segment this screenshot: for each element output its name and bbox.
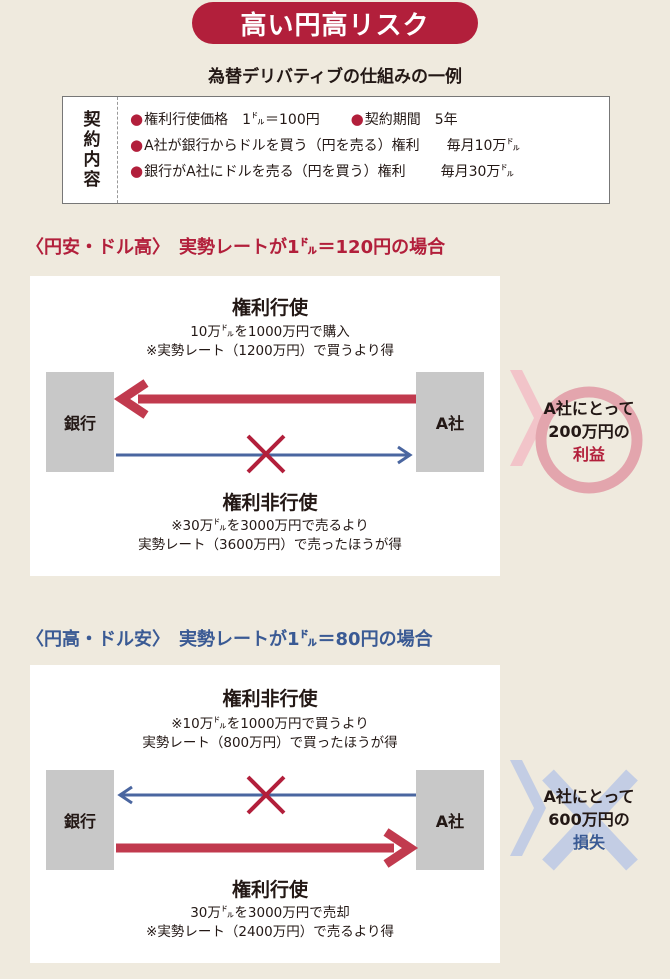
loss-cross-icon bbox=[542, 769, 638, 871]
result-line2: 200万円の bbox=[548, 422, 630, 441]
top-label-line2: 実勢レート（800万円）で買ったほうが得 bbox=[142, 735, 398, 751]
bottom-label-line2: 実勢レート（3600万円）で売ったほうが得 bbox=[138, 537, 402, 553]
bank-box: 銀行 bbox=[46, 372, 114, 472]
section-heading-strong-yen: 〈円高・ドル安〉 実勢レートが1㌦＝80円の場合 bbox=[26, 629, 433, 650]
result-line3-profit: 利益 bbox=[572, 445, 605, 464]
contract-body: ●権利行使価格 1㌦＝100円 ●契約期間 5年 ●A社が銀行からドルを買う（円… bbox=[118, 97, 609, 203]
bank-box: 銀行 bbox=[46, 770, 114, 870]
result-chevron-red bbox=[510, 370, 546, 466]
top-label-line2: ※実勢レート（1200万円）で買うより得 bbox=[146, 343, 394, 359]
bottom-label-line2: ※実勢レート（2400万円）で売るより得 bbox=[146, 924, 394, 940]
contract-item-text: 銀行がA社にドルを売る（円を買う）権利 bbox=[144, 164, 406, 180]
top-label-line1: ※10万㌦を1000万円で買うより bbox=[171, 716, 369, 732]
result-line2: 600万円の bbox=[548, 810, 630, 829]
cross-mark-icon bbox=[246, 775, 286, 815]
top-label-title: 権利行使 bbox=[231, 297, 308, 319]
bullet-icon: ● bbox=[130, 136, 144, 154]
contract-item-text2: 契約期間 5年 bbox=[364, 112, 458, 128]
result-line1: A社にとって bbox=[543, 399, 635, 418]
bullet-icon: ● bbox=[130, 110, 144, 128]
thick-red-arrow-right bbox=[116, 828, 419, 868]
result-line1: A社にとって bbox=[543, 787, 635, 806]
subtitle: 為替デリバティブの仕組みの一例 bbox=[208, 67, 462, 87]
title-pill: 高い円高リスク bbox=[192, 2, 478, 44]
section-heading-weak-yen: 〈円安・ドル高〉 実勢レートが1㌦＝120円の場合 bbox=[26, 237, 446, 258]
contract-item: ●A社が銀行からドルを買う（円を売る）権利 毎月10万㌦ bbox=[130, 133, 609, 159]
bottom-label-title: 権利行使 bbox=[231, 879, 308, 901]
contract-box: 契約内容 ●権利行使価格 1㌦＝100円 ●契約期間 5年 ●A社が銀行からドル… bbox=[62, 96, 610, 204]
contract-item-text: A社が銀行からドルを買う（円を売る）権利 bbox=[144, 138, 420, 154]
result-chevron-blue bbox=[510, 760, 546, 856]
cross-mark-icon bbox=[246, 434, 286, 474]
contract-item-text2: 毎月10万㌦ bbox=[446, 138, 521, 154]
contract-item: ●権利行使価格 1㌦＝100円 ●契約期間 5年 bbox=[130, 107, 609, 133]
top-label-title: 権利非行使 bbox=[222, 688, 318, 710]
company-box: A社 bbox=[416, 770, 484, 870]
thin-blue-arrow-right bbox=[116, 445, 413, 465]
bottom-label-line1: 30万㌦を3000万円で売却 bbox=[190, 905, 350, 921]
bullet-icon: ● bbox=[130, 162, 144, 180]
company-box: A社 bbox=[416, 372, 484, 472]
bottom-label-title: 権利非行使 bbox=[222, 492, 318, 514]
contract-label-cell: 契約内容 bbox=[63, 97, 118, 203]
contract-item-text: 権利行使価格 1㌦＝100円 bbox=[144, 112, 320, 128]
bullet-icon: ● bbox=[350, 110, 364, 128]
thick-red-arrow-left bbox=[113, 379, 416, 419]
result-line3-loss: 損失 bbox=[572, 833, 605, 852]
contract-item-text2: 毎月30万㌦ bbox=[440, 164, 515, 180]
top-label-line1: 10万㌦を1000万円で購入 bbox=[190, 324, 350, 340]
profit-circle-icon bbox=[535, 386, 643, 494]
contract-label: 契約内容 bbox=[79, 110, 100, 190]
thin-blue-arrow-left bbox=[117, 785, 416, 805]
contract-item: ●銀行がA社にドルを売る（円を買う）権利 毎月30万㌦ bbox=[130, 159, 609, 185]
bottom-label-line1: ※30万㌦を3000万円で売るより bbox=[171, 518, 369, 534]
